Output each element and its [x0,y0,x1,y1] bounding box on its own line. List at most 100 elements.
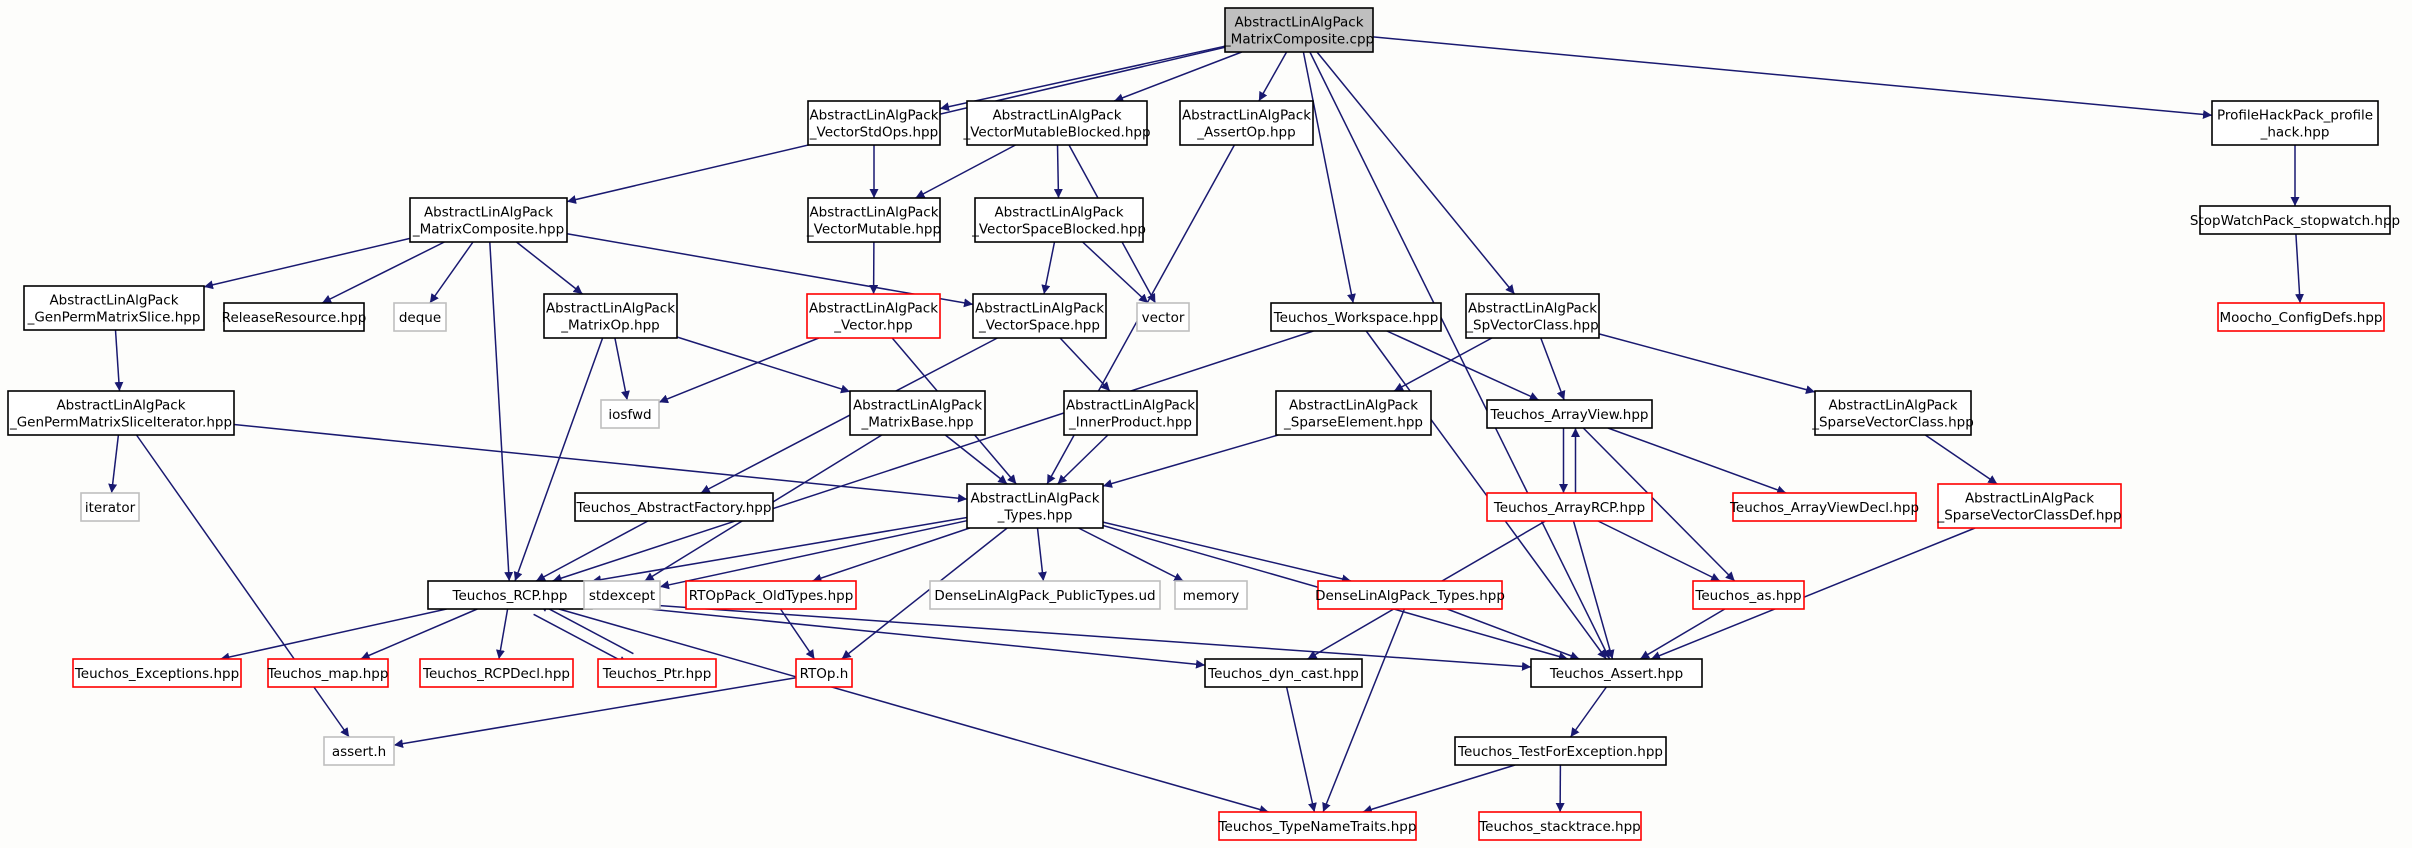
node-arrayrcp[interactable]: Teuchos_ArrayRCP.hpp [1486,492,1653,522]
dependency-edge [220,608,447,662]
node-vmutblk[interactable]: AbstractLinAlgPack_VectorMutableBlocked.… [962,100,1151,146]
node-label: Teuchos_RCPDecl.hpp [422,666,570,682]
node-iosfwd[interactable]: iosfwd [600,399,660,429]
node-vmut[interactable]: AbstractLinAlgPack_VectorMutable.hpp [806,197,941,243]
node-label: _VectorMutableBlocked.hpp [962,125,1150,141]
dependency-edge [1372,36,2213,119]
dependency-edge [1041,241,1056,295]
node-label: Teuchos_ArrayRCP.hpp [1493,500,1645,516]
node-workspace[interactable]: Teuchos_Workspace.hpp [1270,302,1442,332]
node-types[interactable]: AbstractLinAlgPack_Types.hpp [966,483,1104,529]
node-label: iosfwd [608,407,651,423]
node-iterator[interactable]: iterator [80,492,140,522]
node-ptr[interactable]: Teuchos_Ptr.hpp [597,658,717,688]
dependency-edge [1597,520,1721,582]
node-innerprod[interactable]: AbstractLinAlgPack_InnerProduct.hpp [1063,390,1198,436]
node-box [1179,100,1314,146]
node-box [597,658,717,688]
dependency-edge [658,337,820,404]
node-label: Teuchos_Exceptions.hpp [74,666,239,682]
node-vspblk[interactable]: AbstractLinAlgPack_VectorSpaceBlocked.hp… [971,197,1146,243]
node-mcomphpp[interactable]: AbstractLinAlgPack_MatrixComposite.hpp [409,197,568,243]
node-spvec[interactable]: AbstractLinAlgPack_SpVectorClass.hpp [1465,293,1600,339]
node-arrayviewdecl[interactable]: Teuchos_ArrayViewDecl.hpp [1729,492,1919,522]
node-matrixop[interactable]: AbstractLinAlgPack_MatrixOp.hpp [543,293,678,339]
dependency-edge [1582,427,1736,582]
node-box [966,483,1104,529]
node-box [543,293,678,339]
node-rcp[interactable]: Teuchos_RCP.hpp [427,580,593,610]
node-label: Teuchos_AbstractFactory.hpp [576,500,772,516]
node-box [583,580,661,610]
node-teuchosas[interactable]: Teuchos_as.hpp [1692,580,1805,610]
node-release[interactable]: ReleaseResource.hpp [222,302,367,332]
node-rtoph[interactable]: RTOp.h [795,658,853,688]
node-label: Teuchos_Ptr.hpp [602,666,712,682]
node-vector[interactable]: AbstractLinAlgPack_Vector.hpp [806,293,941,339]
dependency-edge [1607,427,1787,495]
node-map[interactable]: Teuchos_map.hpp [267,658,389,688]
node-assertop[interactable]: AbstractLinAlgPack_AssertOp.hpp [1179,100,1314,146]
node-box [267,658,389,688]
node-matbase[interactable]: AbstractLinAlgPack_MatrixBase.hpp [849,390,986,436]
node-label: _MatrixBase.hpp [860,415,973,431]
node-box [80,492,140,522]
dependency-edge [552,330,1314,583]
node-label: AbstractLinAlgPack [1828,398,1957,414]
node-label: AbstractLinAlgPack [1234,15,1363,31]
dependency-edge [1302,51,1356,304]
node-rtopold[interactable]: RTOpPack_OldTypes.hpp [685,580,857,610]
node-densepub[interactable]: DenseLinAlgPack_PublicTypes.ud [929,580,1161,610]
dependency-edge [233,423,968,503]
node-absfactory[interactable]: Teuchos_AbstractFactory.hpp [574,492,774,522]
node-box [2211,100,2379,146]
node-profile[interactable]: ProfileHackPack_profile_hack.hpp [2211,100,2379,146]
node-arrayview[interactable]: Teuchos_ArrayView.hpp [1486,399,1653,429]
node-genperm[interactable]: AbstractLinAlgPack_GenPermMatrixSlice.hp… [23,285,205,331]
node-densetypes[interactable]: DenseLinAlgPack_Types.hpp [1315,580,1505,610]
node-box [7,390,235,436]
node-genpermit[interactable]: AbstractLinAlgPack_GenPermMatrixSliceIte… [7,390,235,436]
node-label: _AssertOp.hpp [1196,125,1295,141]
node-sparsevec[interactable]: AbstractLinAlgPack_SparseVectorClass.hpp [1811,390,1974,436]
node-vstdops[interactable]: AbstractLinAlgPack_VectorStdOps.hpp [807,100,941,146]
node-testfor[interactable]: Teuchos_TestForException.hpp [1454,736,1667,766]
node-moocho[interactable]: Moocho_ConfigDefs.hpp [2217,302,2385,332]
dependency-edge [1059,337,1111,392]
dependency-edge [558,608,1269,814]
node-dyncast[interactable]: Teuchos_dyn_cast.hpp [1204,658,1363,688]
dependency-edge [513,337,604,582]
node-box [1530,658,1703,688]
node-root[interactable]: AbstractLinAlgPack_MatrixComposite.cpp [1223,7,1374,53]
node-vspace[interactable]: AbstractLinAlgPack_VectorSpace.hpp [972,293,1107,339]
node-label: Teuchos_stacktrace.hpp [1478,819,1641,835]
dependency-edge [1639,608,1726,660]
node-stopwatch[interactable]: StopWatchPack_stopwatch.hpp [2190,205,2400,235]
node-box [972,293,1107,339]
dependency-edge [1082,241,1149,304]
node-label: _SpVectorClass.hpp [1465,318,1598,334]
node-deque[interactable]: deque [393,302,447,332]
dependency-edge [1393,337,1493,392]
node-label: AbstractLinAlgPack [1289,398,1418,414]
node-sparseel[interactable]: AbstractLinAlgPack_SparseElement.hpp [1275,390,1432,436]
node-memory[interactable]: memory [1174,580,1248,610]
node-box [1136,302,1190,332]
node-box [929,580,1161,610]
node-sparsevecdef[interactable]: AbstractLinAlgPack_SparseVectorClassDef.… [1936,483,2122,529]
dependency-edge [1362,764,1516,814]
node-asserth[interactable]: assert.h [323,736,395,766]
node-box [1454,736,1667,766]
node-rcpdecl[interactable]: Teuchos_RCPDecl.hpp [419,658,574,688]
node-exceptions[interactable]: Teuchos_Exceptions.hpp [72,658,242,688]
node-stdexcept[interactable]: stdexcept [583,580,661,610]
node-vectorstd[interactable]: vector [1136,302,1190,332]
node-label: Teuchos_TestForException.hpp [1457,744,1663,760]
node-typename[interactable]: Teuchos_TypeNameTraits.hpp [1218,811,1417,841]
node-tassert[interactable]: Teuchos_Assert.hpp [1530,658,1703,688]
dependency-edge [591,602,1206,669]
node-label: deque [399,310,441,326]
node-box [1937,483,2122,529]
node-stacktrace[interactable]: Teuchos_stacktrace.hpp [1478,811,1642,841]
dependency-edge [321,241,445,304]
